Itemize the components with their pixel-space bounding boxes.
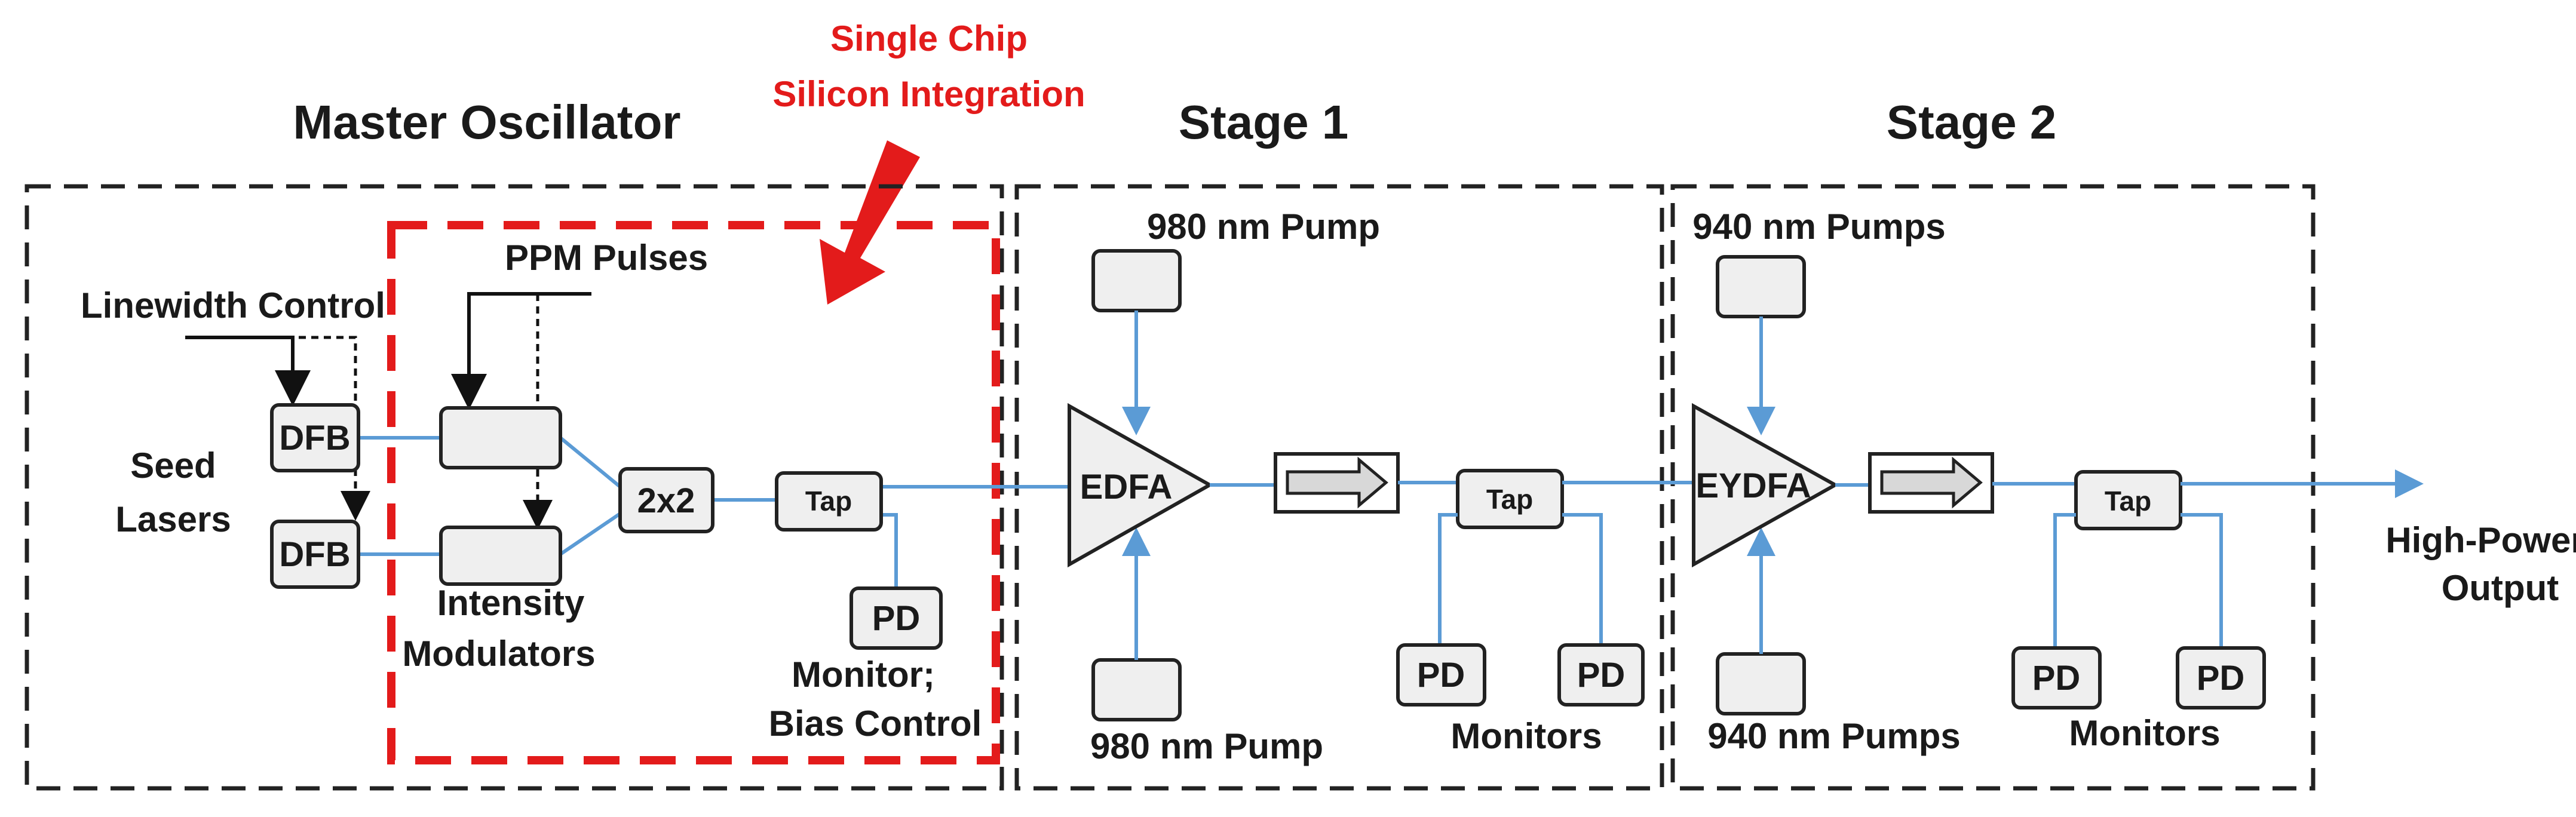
- linewidth-control-line: [185, 336, 311, 406]
- stage2-isolator-arrow-icon: [1880, 456, 1983, 509]
- stage2-pd-right: [2176, 646, 2266, 710]
- edfa-label: EDFA: [1080, 468, 1173, 506]
- stage2-pump-top: [1716, 255, 1806, 318]
- stage1-pd-right: [1557, 643, 1645, 707]
- fiber-tap-pd: [881, 513, 898, 588]
- edfa-amplifier: [1068, 403, 1214, 568]
- single-chip-frame: [387, 221, 1000, 764]
- intensity-modulators-line1: Intensity: [437, 583, 585, 623]
- stage2-pd-left-label: PD: [2032, 659, 2081, 698]
- seed-lasers-line2: Lasers: [115, 499, 231, 539]
- intensity-modulator-bottom: [439, 526, 562, 586]
- eydfa-amplifier: [1692, 403, 1839, 568]
- stage1-isolator-arrow-icon: [1286, 456, 1388, 509]
- fiber-mod-top-coupler: [559, 436, 621, 489]
- stage1-pump-top: [1091, 249, 1182, 312]
- dfb-bottom-label: DFB: [279, 535, 350, 574]
- coupler-label: 2x2: [637, 481, 695, 520]
- stage1-tap: [1456, 469, 1564, 529]
- stage1-tap-label: Tap: [1486, 484, 1533, 515]
- stage1-pump-top-label: 980 nm Pump: [1147, 207, 1380, 247]
- stage2-frame: [1670, 184, 2316, 791]
- linewidth-control-label: Linewidth Control: [81, 285, 385, 325]
- stage2-tap-label: Tap: [2105, 486, 2151, 517]
- master-pd: [850, 586, 943, 650]
- eydfa-label: EYDFA: [1695, 466, 1811, 505]
- stage1-pump-bottom: [1091, 658, 1182, 721]
- stage1-pd-right-label: PD: [1577, 656, 1626, 695]
- fiber-tap1-pd-left: [1438, 513, 1458, 651]
- output-label-line2: Output: [2442, 568, 2559, 608]
- stage1-monitors-label: Monitors: [1450, 716, 1602, 756]
- master-tap-label: Tap: [805, 486, 852, 517]
- output-label-line1: High-Power: [2385, 520, 2576, 560]
- stage1-pd-left-label: PD: [1417, 656, 1465, 695]
- stage2-pump-top-label: 940 nm Pumps: [1692, 207, 1946, 247]
- coupler-2x2: [618, 467, 714, 533]
- stage2-monitors-label: Monitors: [2069, 713, 2220, 753]
- monitor-label-line1: Monitor;: [792, 655, 935, 695]
- chip-title-line2: Silicon Integration: [772, 74, 1085, 114]
- intensity-modulator-top: [439, 406, 562, 469]
- linewidth-control-dashed-line: [299, 336, 370, 521]
- stage2-pump-bottom: [1716, 652, 1806, 715]
- stage2-pd-right-label: PD: [2197, 659, 2245, 698]
- stage1-title: Stage 1: [1179, 96, 1349, 149]
- fiber-tap2-pd-right: [2181, 513, 2223, 648]
- dfb-laser-bottom: [270, 520, 360, 589]
- fiber-mod-bottom-coupler: [559, 512, 621, 556]
- master-pd-label: PD: [872, 599, 921, 638]
- stage2-title: Stage 2: [1887, 96, 2057, 149]
- seed-lasers-line1: Seed: [130, 446, 216, 486]
- dfb-top-label: DFB: [279, 419, 350, 457]
- stage1-pump-bottom-label: 980 nm Pump: [1090, 726, 1323, 766]
- stage2-pd-left: [2011, 646, 2102, 710]
- chip-title-line1: Single Chip: [830, 19, 1028, 59]
- stage2-tap: [2074, 470, 2182, 530]
- stage1-pd-left: [1396, 643, 1486, 707]
- ppm-pulses-label: PPM Pulses: [505, 238, 708, 278]
- stage2-pump-bottom-label: 940 nm Pumps: [1707, 716, 1961, 756]
- master-tap: [775, 471, 883, 532]
- master-oscillator-title: Master Oscillator: [293, 96, 680, 149]
- intensity-modulators-line2: Modulators: [402, 634, 595, 674]
- fiber-tap2-pd-left: [2053, 513, 2076, 651]
- dfb-laser-top: [270, 403, 360, 472]
- fiber-tap1-pd-right: [1562, 513, 1603, 645]
- monitor-label-line2: Bias Control: [769, 704, 982, 744]
- ppm-pulses-line: [451, 292, 591, 410]
